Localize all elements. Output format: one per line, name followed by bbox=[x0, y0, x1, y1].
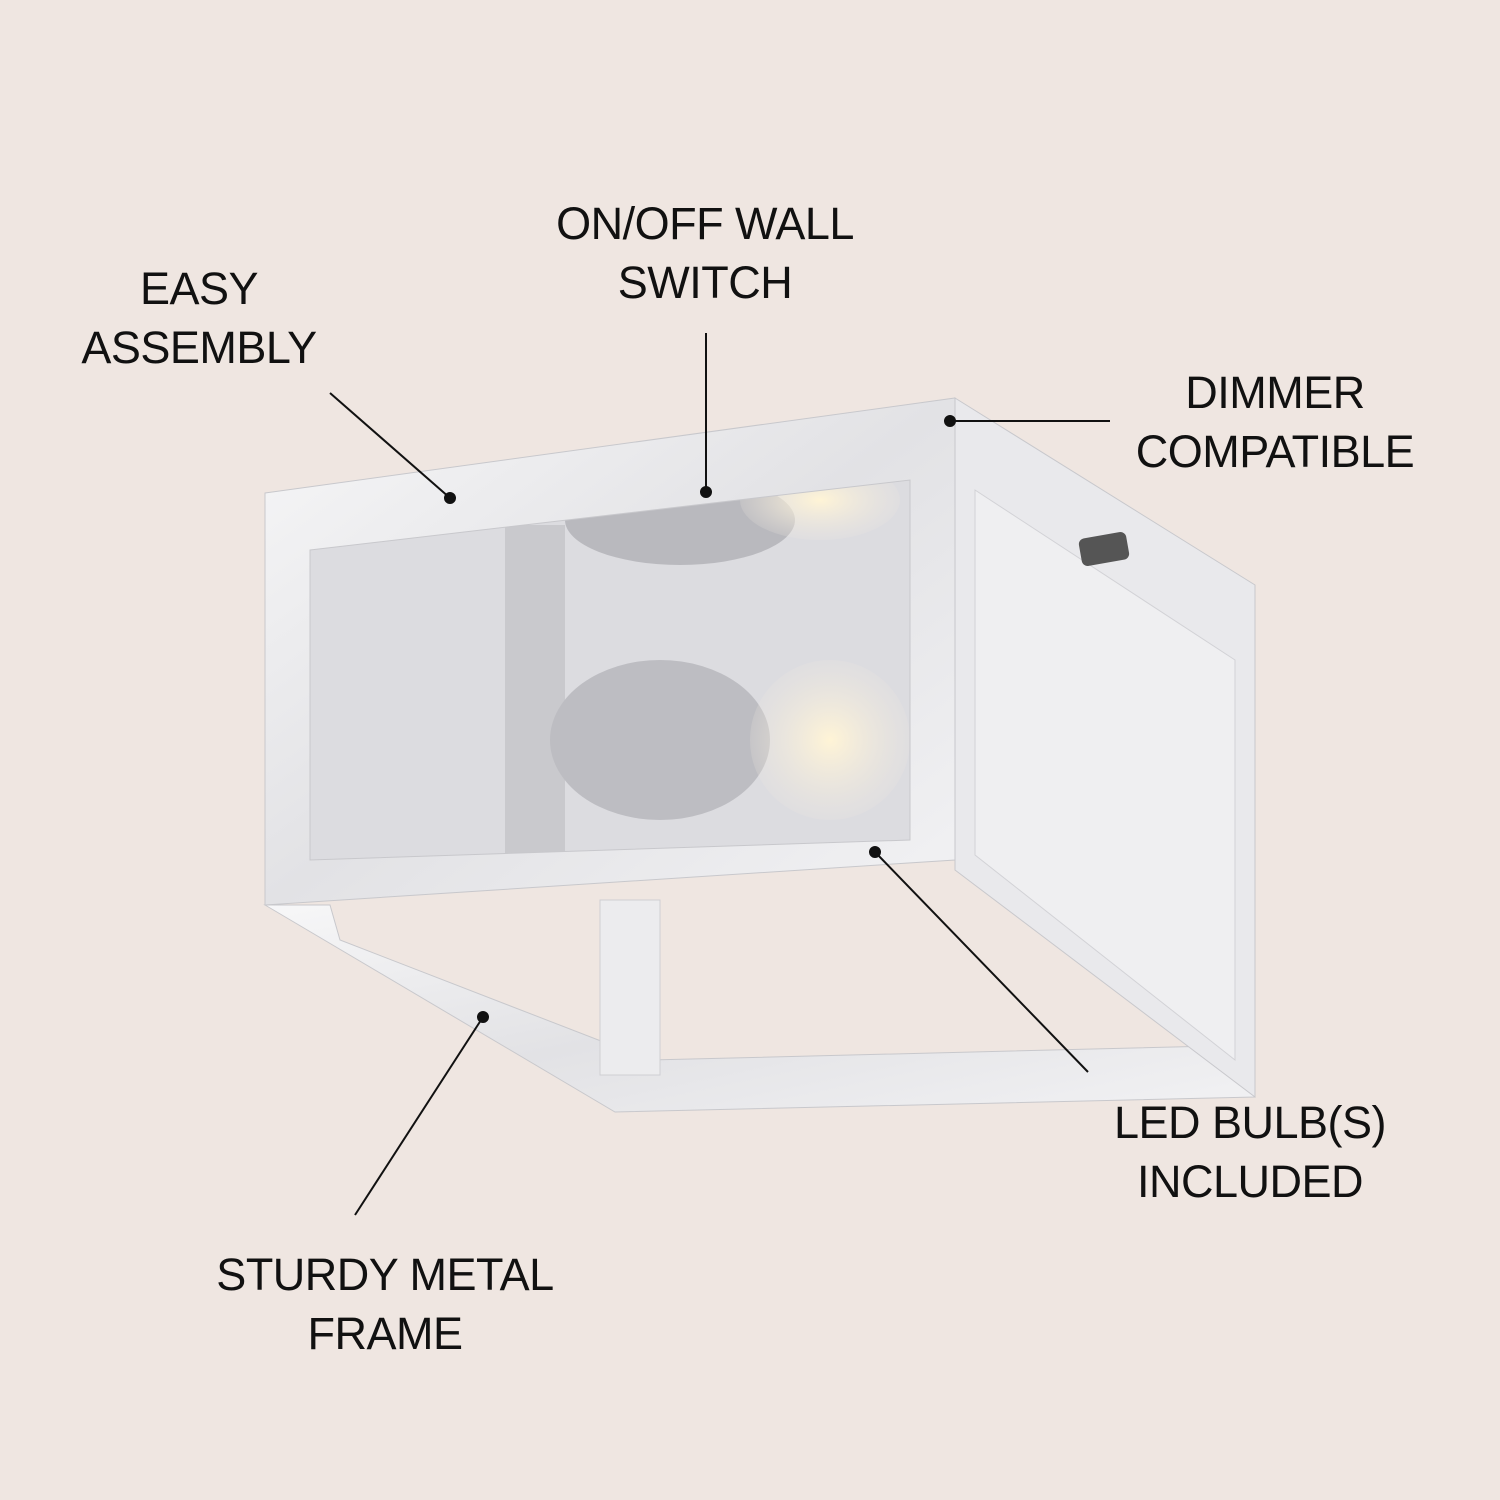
wall-switch-knob bbox=[1078, 531, 1130, 567]
callout-metal-frame: STURDY METAL FRAME bbox=[216, 1245, 554, 1363]
callout-line: LED BULB(S) bbox=[1113, 1097, 1387, 1148]
bottom-frame bbox=[263, 899, 1256, 1113]
callout-line: STURDY METAL bbox=[216, 1249, 554, 1300]
callout-line: ASSEMBLY bbox=[81, 322, 317, 373]
callout-led-bulbs: LED BULB(S) INCLUDED bbox=[1113, 1093, 1387, 1211]
callout-line: SWITCH bbox=[617, 257, 793, 308]
callout-line: ON/OFF WALL bbox=[556, 198, 854, 249]
front-frame bbox=[264, 397, 956, 906]
leader-lines bbox=[329, 333, 1110, 1216]
callout-line: INCLUDED bbox=[1136, 1156, 1364, 1207]
callout-line: FRAME bbox=[307, 1308, 463, 1359]
callout-dimmer: DIMMER COMPATIBLE bbox=[1135, 363, 1415, 481]
callout-line: DIMMER bbox=[1185, 367, 1365, 418]
callout-line: EASY bbox=[139, 263, 259, 314]
side-panel bbox=[954, 397, 1256, 1099]
callout-line: COMPATIBLE bbox=[1135, 426, 1415, 477]
led-bulb bbox=[750, 660, 910, 820]
socket-front bbox=[550, 660, 770, 820]
callout-easy-assembly: EASY ASSEMBLY bbox=[81, 259, 317, 377]
callout-wall-switch: ON/OFF WALL SWITCH bbox=[556, 194, 854, 312]
